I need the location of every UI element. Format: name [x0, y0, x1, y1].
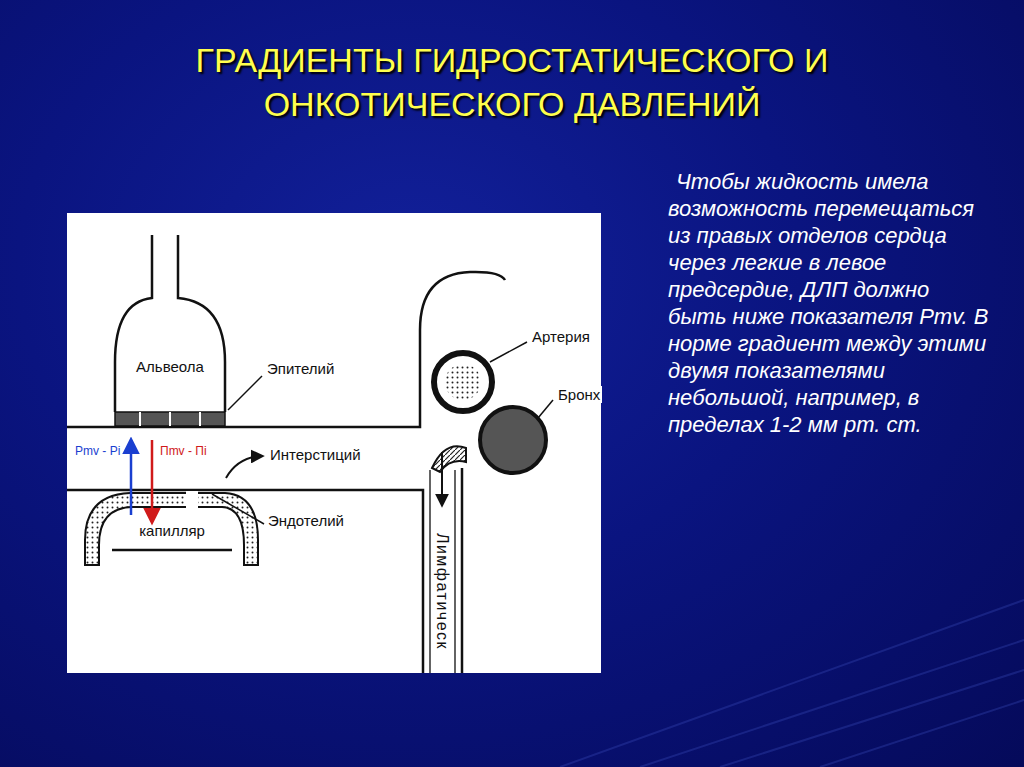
lymph-flow-arrow [441, 452, 443, 505]
endothelial-cleft [186, 491, 198, 509]
bronchus-circle [480, 407, 546, 473]
artery-circle [434, 353, 492, 411]
interstitium-bottom [67, 490, 423, 673]
artery-lumen [445, 364, 481, 400]
slide-title: ГРАДИЕНТЫ ГИДРОСТАТИЧЕСКОГО И ОНКОТИЧЕСК… [112, 38, 912, 126]
node-label: капилляр [112, 520, 232, 542]
oncotic-gradient: Пmv - Пi [158, 444, 209, 458]
endothelium-label: Эндотелий [266, 512, 346, 529]
hydrostatic-arrow [130, 440, 133, 515]
flow-arrow [226, 456, 262, 478]
lymph-valve [432, 446, 466, 472]
epithelium-band [115, 412, 225, 426]
diagram-panel [67, 213, 601, 673]
capillary-wall [112, 549, 232, 552]
interstitium-top [67, 272, 505, 427]
alveolus-outline [115, 235, 225, 412]
hydrostatic-gradient: Pmv - Pi [73, 444, 122, 458]
epithelium-junctions [140, 412, 200, 426]
bronchus-label: Бронх [556, 386, 602, 403]
epithelium-label: Эпителий [265, 360, 336, 377]
body-text: Чтобы жидкость имела возможность перемещ… [668, 168, 990, 438]
alveolus: Альвеола [118, 356, 222, 378]
capillary: капилляр [112, 520, 232, 542]
oncotic-arrow [151, 440, 154, 522]
leader-lines [212, 342, 553, 524]
node-label: Лимфатическ [431, 532, 454, 649]
background-streaks [560, 600, 1024, 767]
node-label: Альвеола [118, 356, 222, 378]
lymph-wall [461, 468, 464, 673]
endothelium-band [85, 493, 258, 565]
interstitium-label: Интерстиций [268, 446, 363, 463]
lymphatic-vessel: Лимфатическ [431, 512, 454, 670]
artery-label: Артерия [530, 328, 592, 345]
